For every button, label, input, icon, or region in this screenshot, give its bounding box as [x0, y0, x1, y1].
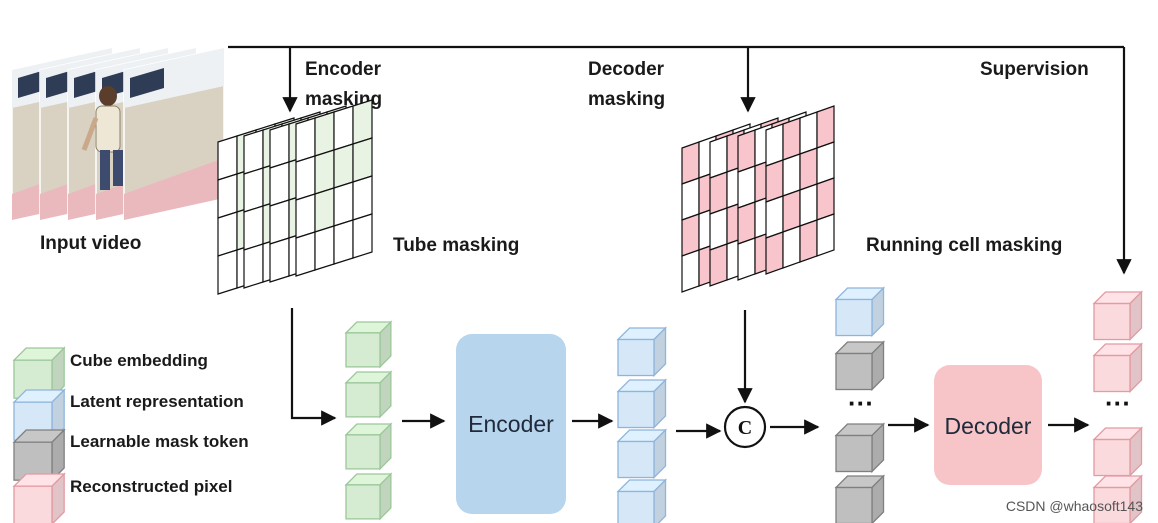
- watermark: CSDN @whaosoft143: [1006, 498, 1143, 514]
- decoder-masking-label-line1: Decoder: [588, 59, 665, 80]
- cube-embedding: [344, 370, 393, 419]
- latent-cube: [616, 428, 668, 480]
- latent-cube: [834, 286, 886, 338]
- circled-c-icon: C: [723, 405, 767, 449]
- legend-label: Cube embedding: [70, 351, 208, 370]
- latent-cube: [616, 326, 668, 378]
- tube-to-embedding-arrow: [290, 308, 337, 426]
- concat-symbol: C: [738, 417, 752, 439]
- mask-token-ellipsis: ···: [848, 388, 874, 418]
- latent-cube: [616, 478, 668, 523]
- legend-label: Learnable mask token: [70, 432, 249, 451]
- latent-cube: [616, 378, 668, 430]
- decoder-masking-label-line2: masking: [588, 89, 665, 110]
- mask-token-cube: [834, 474, 886, 523]
- reconstructed-cube: [1092, 426, 1144, 478]
- tube-mask-frame: [295, 99, 373, 277]
- running-cell-masking-label: Running cell masking: [866, 235, 1062, 256]
- legend-label: Reconstructed pixel: [70, 477, 233, 496]
- decoder-block-label: Decoder: [945, 413, 1032, 439]
- encoder-block: Encoder: [456, 334, 566, 514]
- cube-embedding: [344, 472, 393, 521]
- reconstruction-ellipsis: ···: [1105, 388, 1131, 418]
- input-video-frames: [11, 47, 225, 221]
- player-figure: [81, 86, 123, 190]
- latent-and-mask-token-column: [834, 286, 886, 523]
- latent-representation-column: [616, 326, 668, 523]
- cube-embedding: [344, 320, 393, 369]
- legend: Cube embedding Latent representation Lea…: [12, 346, 249, 523]
- reconstructed-cube: [1092, 290, 1144, 342]
- tube-masking-label: Tube masking: [393, 235, 519, 256]
- running-cell-masking-grids: [681, 105, 835, 293]
- decoder-block: Decoder: [934, 365, 1042, 485]
- reconstructed-cube: [1092, 342, 1144, 394]
- running-cell-mask-frame: [765, 105, 835, 275]
- tube-masking-grids: [217, 99, 373, 295]
- reconstructed-pixel-column: [1092, 290, 1144, 523]
- supervision-label: Supervision: [980, 59, 1089, 80]
- cube-embedding: [344, 422, 393, 471]
- legend-label: Latent representation: [70, 392, 244, 411]
- mask-token-cube: [834, 340, 886, 392]
- encoder-masking-label-line1: Encoder: [305, 59, 382, 80]
- input-video-label: Input video: [40, 233, 141, 254]
- video-frame: [123, 47, 225, 221]
- legend-item-reconstructed-pixel: Reconstructed pixel: [12, 472, 233, 523]
- mask-token-cube: [834, 422, 886, 474]
- encoder-block-label: Encoder: [468, 411, 554, 437]
- legend-cube-icon: [12, 472, 66, 523]
- legend-cube-icon: [12, 428, 66, 482]
- supervision-connector: [228, 45, 1132, 275]
- cube-embedding-column: [344, 320, 393, 521]
- reconstructed-cube: [1092, 474, 1144, 523]
- legend-item-learnable-mask-token: Learnable mask token: [12, 428, 249, 482]
